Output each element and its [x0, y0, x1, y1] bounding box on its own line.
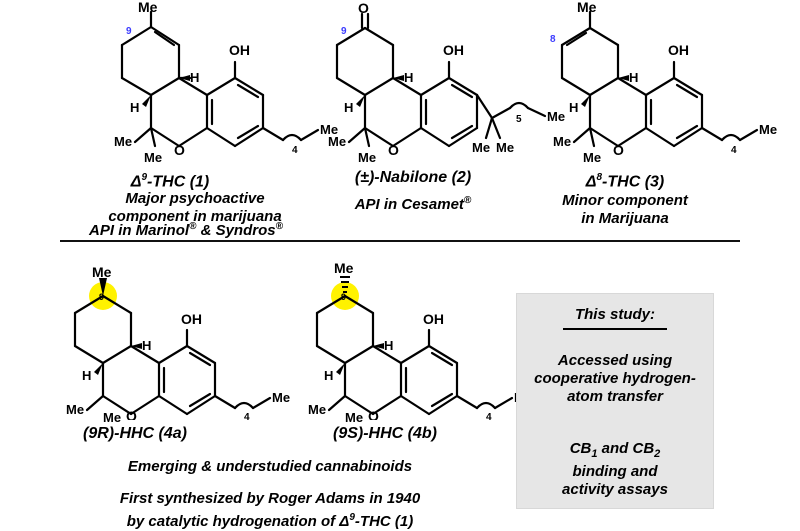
chain-count: 5 [516, 114, 522, 125]
study-title-underline [563, 328, 667, 330]
compound-4b-name: (9S)-HHC (4b) [333, 425, 437, 442]
locant-9: 9 [341, 292, 346, 302]
hhc-caption-line1: Emerging & understudied cannabinoids [127, 458, 413, 475]
atom-h: H [324, 368, 333, 383]
atom-me: Me [759, 122, 777, 137]
compound-1-description: Major psychoactive component in marijuan… [108, 190, 282, 225]
atom-me: Me [66, 402, 84, 417]
study-method: Accessed using cooperative hydrogen- ato… [534, 352, 696, 405]
atom-me: Me [553, 134, 571, 149]
atom-h: H [629, 70, 638, 85]
atom-oh: OH [229, 42, 250, 58]
atom-me: Me [92, 264, 112, 280]
study-box: This study: Accessed using cooperative h… [516, 293, 714, 509]
atom-me: Me [114, 134, 132, 149]
highlight-circle [89, 282, 117, 310]
chain-count: 4 [731, 145, 737, 156]
section-divider [60, 240, 740, 242]
compound-3-name: Δ8-THC (3) [585, 172, 665, 191]
atom-me: Me [496, 140, 514, 155]
atom-oh: OH [668, 42, 689, 58]
atom-h: H [569, 100, 578, 115]
atom-h: H [142, 338, 151, 353]
atom-o: O [613, 142, 624, 158]
atom-oh: OH [443, 42, 464, 58]
chain-count: 4 [244, 412, 250, 420]
compound-1-api: API in Marinol® & Syndros® [89, 221, 283, 239]
atom-me: Me [144, 150, 162, 165]
atom-h: H [82, 368, 91, 383]
locant-9: 9 [341, 26, 347, 37]
atom-me: Me [358, 150, 376, 165]
atom-me: Me [320, 122, 338, 137]
atom-o: O [368, 408, 379, 420]
study-assays: CB1 and CB2 binding and activity assays [562, 440, 668, 498]
atom-me: Me [472, 140, 490, 155]
locant-9: 9 [126, 26, 132, 37]
atom-h: H [404, 70, 413, 85]
locant-9: 9 [99, 292, 104, 302]
compound-2-name: (±)-Nabilone (2) [354, 169, 472, 186]
atom-me: Me [583, 150, 601, 165]
atom-h: H [344, 100, 353, 115]
compound-4b-me-lower: Me [345, 410, 364, 425]
atom-me: Me [328, 134, 346, 149]
chain-count: 4 [292, 145, 298, 156]
atom-me: Me [334, 260, 354, 276]
atom-o-ketone: O [358, 0, 369, 16]
locant-8: 8 [550, 34, 556, 45]
atom-me: Me [138, 0, 158, 15]
compound-4a-name: (9R)-HHC (4a) [83, 425, 187, 442]
atom-oh: OH [181, 311, 202, 327]
compound-2-api: API in Cesamet® [354, 195, 472, 213]
hhc-caption-line3: by catalytic hydrogenation of Δ9-THC (1) [126, 512, 414, 530]
chain-count: 4 [486, 412, 492, 420]
atom-o: O [174, 142, 185, 158]
atom-me: Me [308, 402, 326, 417]
atom-h: H [384, 338, 393, 353]
atom-me: Me [547, 109, 565, 124]
compound-4a-me-lower: Me [103, 410, 122, 425]
atom-me: Me [272, 390, 290, 405]
atom-o: O [388, 142, 399, 158]
compound-1-name: Δ9-THC (1) [130, 172, 210, 191]
atom-h: H [130, 100, 139, 115]
atom-oh: OH [423, 311, 444, 327]
highlight-circle [331, 282, 359, 310]
study-title: This study: [574, 306, 655, 323]
atom-me: Me [577, 0, 597, 15]
hashed-bond [340, 276, 350, 293]
hhc-caption-line2: First synthesized by Roger Adams in 1940 [119, 490, 421, 507]
compound-3-description: Minor component in Marijuana [562, 192, 688, 227]
atom-o: O [126, 408, 137, 420]
atom-h: H [190, 70, 199, 85]
